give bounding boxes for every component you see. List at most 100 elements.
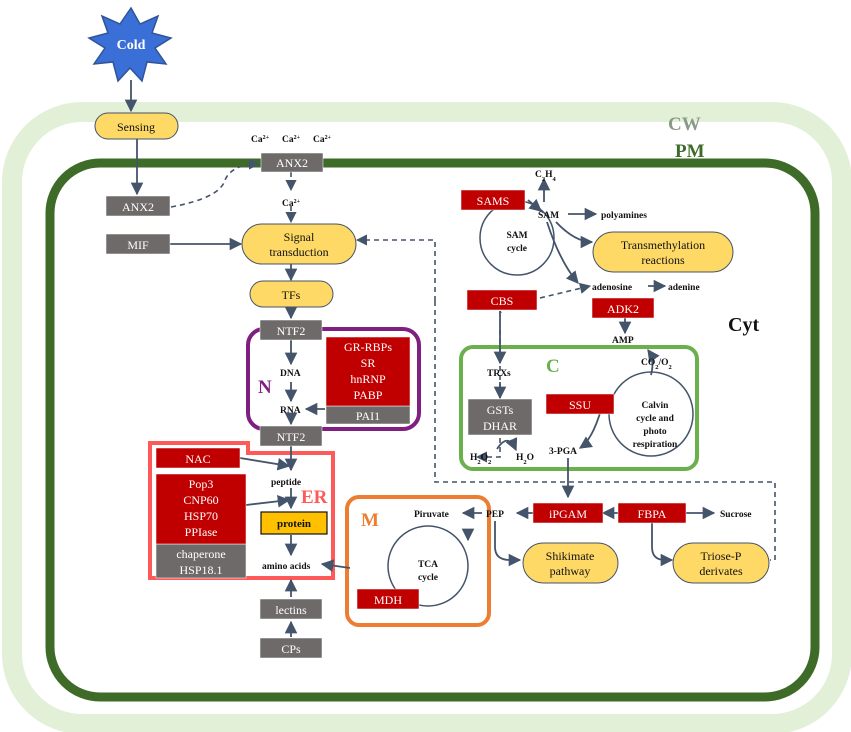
gsts-label-line1: GSTs [487, 403, 514, 417]
fbpa-label: FBPA [638, 507, 667, 521]
sam-cycle-line1: SAM [506, 231, 527, 241]
fbpa-box [617, 502, 687, 524]
mdh-box [356, 588, 420, 610]
protein-box [260, 511, 328, 535]
ipgam-label: iPGAM [549, 507, 587, 521]
cell-wall [2, 102, 851, 732]
ipgam-box [532, 502, 604, 524]
tca-line1: TCA [418, 560, 438, 570]
ssu-box [545, 393, 615, 415]
piruvate-label: Piruvate [414, 510, 449, 520]
sams-box [460, 189, 526, 211]
mif-label: MIF [127, 238, 149, 252]
solid-arrows [124, 80, 716, 637]
amp-label: AMP [612, 336, 634, 346]
transmethylation-process [592, 231, 734, 273]
nucleus-protein-group-box [325, 336, 411, 407]
tca-line2: cycle [418, 573, 438, 583]
mitochondrion-compartment [345, 495, 491, 627]
sucrose-label: Sucrose [720, 510, 752, 520]
ca-ion-3: Ca2+ [313, 135, 332, 145]
chloroplast-compartment [459, 345, 699, 471]
sam-cycle-line2: cycle [507, 244, 527, 254]
ntf2-bottom-box [259, 425, 323, 447]
ntf2-bottom-label: NTF2 [277, 430, 306, 444]
trxs-label: TRXs [487, 369, 511, 379]
signal-label-line2: transduction [269, 245, 328, 259]
cbs-label: CBS [491, 294, 514, 308]
chloroplast-label: C [546, 356, 560, 377]
co2-o2-label: CO2/O2 [641, 358, 672, 371]
nucleus-compartment [246, 327, 421, 431]
ethylene-label: C2H4 [535, 170, 557, 183]
protein-label: protein [277, 518, 311, 530]
peptide-label: peptide [271, 478, 301, 488]
calvin-line1: Calvin [642, 401, 670, 411]
polyamines-label: polyamines [601, 211, 647, 221]
sams-label: SAMS [477, 194, 510, 208]
lectins-box [259, 598, 323, 620]
pop3-label: Pop3 [189, 477, 214, 491]
tfs-label: TFs [282, 288, 301, 302]
process-boxes [94, 112, 770, 584]
hnrnp-label: hnRNP [350, 372, 386, 386]
er-label: ER [301, 487, 328, 508]
shikimate-line1: Shikimate [546, 549, 595, 563]
sensing-process [94, 112, 179, 140]
er-compartment [148, 441, 335, 580]
sensing-label: Sensing [117, 120, 155, 134]
calvin-line3: photo [643, 427, 666, 437]
tfs-process [249, 280, 334, 308]
mitochondrion-label: M [361, 510, 379, 531]
cold-label: Cold [117, 38, 146, 53]
ca-ion-1: Ca2+ [251, 135, 270, 145]
nucleus-label: N [258, 377, 272, 398]
sr-label: SR [361, 356, 376, 370]
calvin-line2: cycle and [636, 414, 674, 424]
gray-protein-boxes [105, 152, 533, 659]
adk2-box [591, 297, 655, 319]
ntf2-top-label: NTF2 [277, 324, 306, 338]
adk2-label: ADK2 [607, 302, 639, 316]
transmethylation-line1: Transmethylation [621, 238, 705, 252]
hsp70-label: HSP70 [184, 509, 218, 523]
ssu-label: SSU [569, 398, 591, 412]
nac-box [155, 447, 241, 469]
chaperone-label-line2: HSP18.1 [179, 563, 222, 577]
adenosine-label: adenosine [592, 283, 632, 293]
cytosol-label: Cyt [728, 314, 759, 336]
anx2-left-label: ANX2 [122, 200, 154, 214]
adenine-label: adenine [668, 283, 700, 293]
anx2-membrane-box [260, 152, 324, 173]
gsts-label-line2: DHAR [483, 419, 517, 433]
chaperone-label-line1: chaperone [176, 547, 225, 561]
mdh-label: MDH [374, 593, 402, 607]
sam-label: SAM [538, 211, 559, 221]
ppiase-label: PPIase [185, 525, 218, 539]
cps-box [259, 637, 323, 659]
cw-label: CW [668, 114, 701, 135]
gr-rbps-label: GR-RBPs [344, 340, 392, 354]
h2o-label: H2O [516, 453, 534, 466]
chaperone-box [155, 543, 247, 579]
calvin-line4: respiration [633, 440, 678, 450]
cold-star-icon [87, 6, 173, 83]
pep-label: PEP [486, 510, 504, 520]
nac-label: NAC [185, 452, 210, 466]
pai1-label: PAI1 [356, 409, 380, 423]
red-protein-boxes [155, 189, 687, 610]
anx2-left-box [105, 195, 171, 217]
pga-label: 3-PGA [549, 447, 577, 457]
gsts-dhar-box [467, 398, 533, 436]
shikimate-process [522, 542, 619, 584]
anx2-membrane-label: ANX2 [276, 156, 308, 170]
h2o2-label: H2O2 [470, 453, 491, 466]
triose-line2: derivates [699, 564, 743, 578]
ca-ion-4: Ca2+ [282, 199, 301, 209]
rna-label: RNA [280, 406, 301, 416]
transmethylation-line2: reactions [641, 253, 685, 267]
cold-stimulus: Cold [87, 6, 173, 83]
